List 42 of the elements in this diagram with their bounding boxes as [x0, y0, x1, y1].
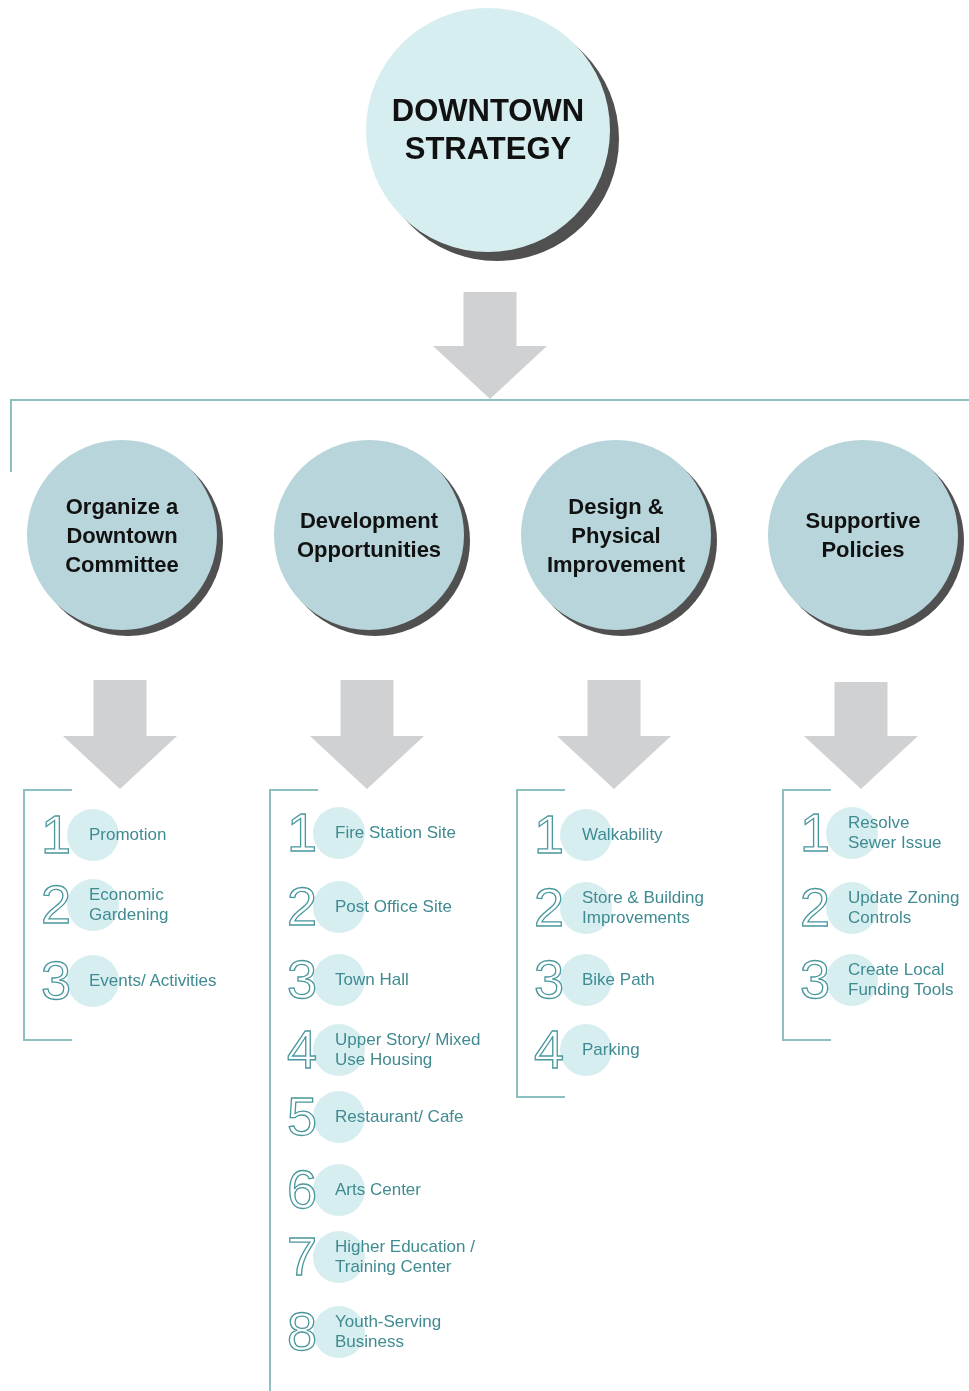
item-number: 3 — [287, 948, 318, 1011]
item-number: 2 — [800, 876, 831, 939]
item-text: Post Office Site — [335, 897, 453, 917]
item-number: 6 — [287, 1158, 318, 1221]
item-number: 3 — [534, 948, 565, 1011]
item-text: Youth-Serving Business — [335, 1312, 443, 1352]
item-text: Parking — [582, 1040, 641, 1060]
item-text: Arts Center — [335, 1180, 422, 1200]
item-text: Higher Education / Training Center — [335, 1237, 476, 1277]
item-number: 2 — [41, 873, 72, 936]
item-number: 1 — [41, 803, 72, 866]
category-text: Development Opportunities — [295, 507, 443, 564]
item-text: Walkability — [582, 825, 664, 845]
item-text: Fire Station Site — [335, 823, 457, 843]
item-text: Resolve Sewer Issue — [848, 813, 943, 853]
item-text: Store & Building Improvements — [582, 888, 705, 928]
item-number: 7 — [287, 1225, 318, 1288]
item-text: Upper Story/ Mixed Use Housing — [335, 1030, 482, 1070]
item-text: Update Zoning Controls — [848, 888, 961, 928]
category-text: Organize a Downtown Committee — [64, 492, 180, 579]
item-number: 2 — [534, 876, 565, 939]
item-number: 3 — [800, 948, 831, 1011]
item-number: 5 — [287, 1085, 318, 1148]
item-text: Bike Path — [582, 970, 656, 990]
item-text: Economic Gardening — [89, 885, 170, 925]
item-number: 8 — [287, 1300, 318, 1363]
item-text: Promotion — [89, 825, 168, 845]
item-text: Events/ Activities — [89, 971, 218, 991]
item-number: 1 — [287, 801, 318, 864]
bracket-line — [10, 399, 969, 402]
item-number: 4 — [534, 1018, 565, 1081]
item-number: 1 — [534, 803, 565, 866]
item-number: 1 — [800, 801, 831, 864]
item-text: Restaurant/ Cafe — [335, 1107, 465, 1127]
item-number: 2 — [287, 875, 318, 938]
title-text: DOWNTOWN STRATEGY — [390, 92, 586, 168]
item-number: 4 — [287, 1018, 318, 1081]
item-number: 3 — [41, 949, 72, 1012]
item-text: Create Local Funding Tools — [848, 960, 955, 1000]
category-text: Design & Physical Improvement — [545, 492, 687, 579]
item-text: Town Hall — [335, 970, 410, 990]
category-text: Supportive Policies — [804, 507, 922, 564]
